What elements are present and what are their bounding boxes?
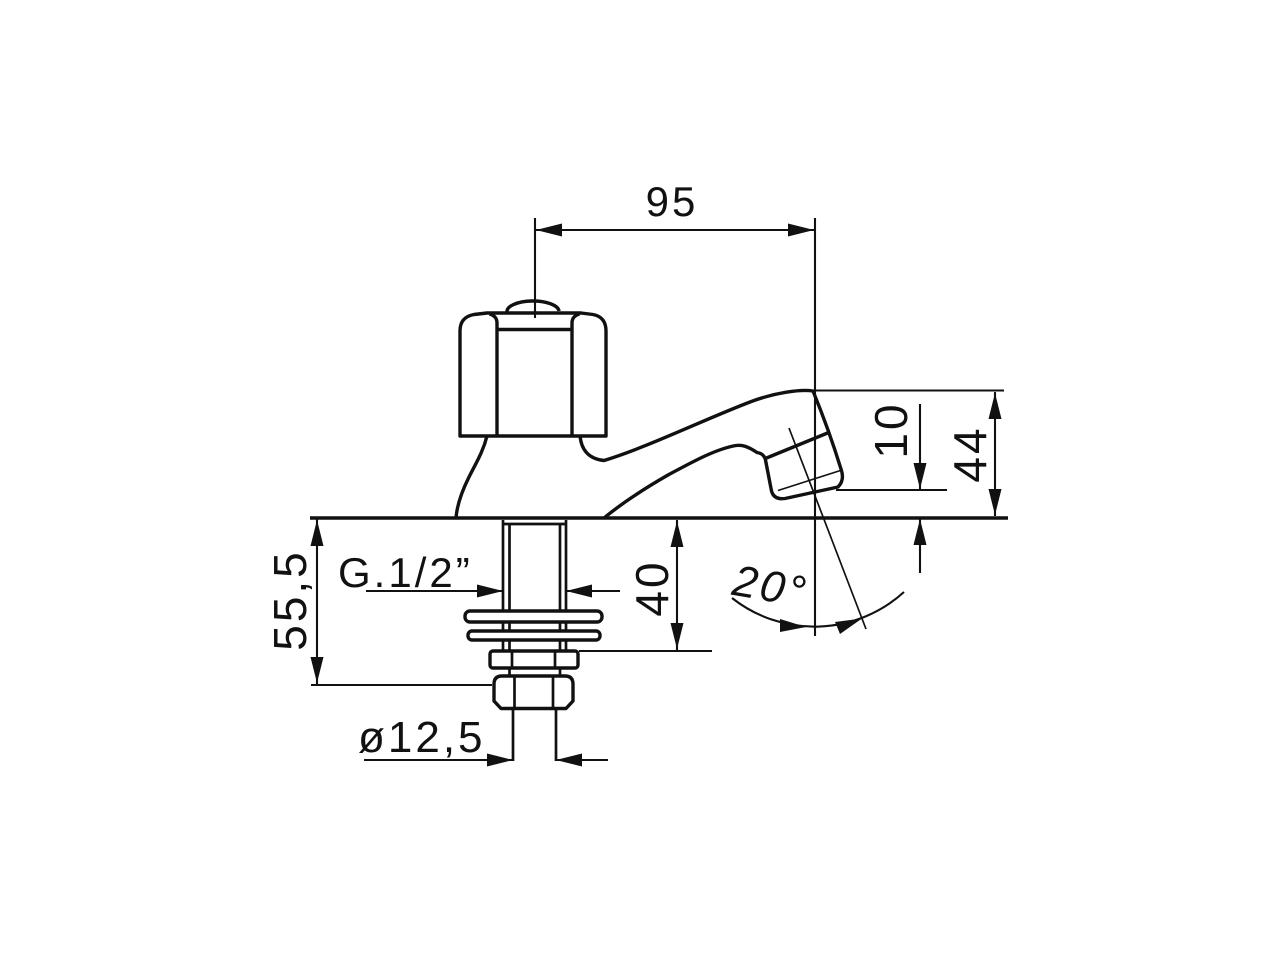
dim-44-arrow-bottom	[988, 489, 1002, 515]
handle-cap	[458, 311, 608, 438]
washer-upper	[463, 609, 604, 624]
dia-arrow-left-pointing	[556, 753, 582, 767]
spout-axis-line	[788, 427, 867, 630]
dim-44-arrow-top	[988, 393, 1002, 419]
dimension-40: 40	[579, 520, 712, 653]
jam-nut-body	[488, 649, 580, 670]
angle-arrow-right	[835, 618, 862, 634]
hex-nut-body	[492, 674, 575, 711]
hex-nut	[492, 674, 575, 711]
spout-collar-edge	[765, 430, 831, 460]
aerator-ring-line	[777, 469, 843, 492]
thread-spec-label: G.1/2”	[338, 549, 473, 596]
angle-arrow-left	[780, 619, 806, 632]
dim-40-arrow-bottom	[670, 623, 684, 649]
faucet-figure	[310, 299, 1008, 761]
angle-arc	[731, 591, 905, 628]
dim-40-arrow-top	[670, 521, 684, 547]
handle-face-right-edge	[570, 312, 581, 436]
angle-label: 20°	[728, 556, 812, 618]
body-left-profile	[454, 435, 489, 519]
dim-10-arrow-up	[913, 519, 927, 545]
handle-face-left-edge	[488, 312, 499, 436]
thread-arrow-left-pointing	[566, 584, 592, 598]
handle-dome	[505, 299, 561, 313]
dimension-thread-spec: G.1/2”	[338, 549, 620, 598]
dim-95-label: 95	[646, 178, 699, 225]
dimension-55-5: 55,5	[264, 519, 492, 687]
dimension-95: 95	[533, 178, 817, 636]
pipe-diameter-label: ø12,5	[358, 713, 486, 762]
dim-40-label: 40	[626, 559, 678, 616]
jam-nut	[488, 649, 580, 670]
dia-arrow-right-pointing	[487, 753, 513, 767]
dim-10-label: 10	[865, 401, 917, 458]
dimension-angle-20: 20°	[728, 556, 905, 634]
dim-44-label: 44	[944, 425, 996, 482]
washer-lower	[466, 629, 602, 642]
dim-55-arrow-bottom	[310, 657, 324, 683]
spout-outline	[578, 388, 845, 520]
dim-55-label: 55,5	[264, 549, 316, 651]
dim-95-arrow-right	[788, 223, 814, 237]
dim-55-arrow-top	[310, 520, 324, 546]
dim-10-arrow-down	[913, 463, 927, 489]
dimension-44: 44	[813, 389, 1004, 516]
thread-arrow-right-pointing	[477, 584, 503, 598]
dim-95-arrow-left	[536, 223, 562, 237]
dimension-pipe-diameter: ø12,5	[358, 713, 608, 767]
dimension-10: 10	[836, 401, 947, 573]
